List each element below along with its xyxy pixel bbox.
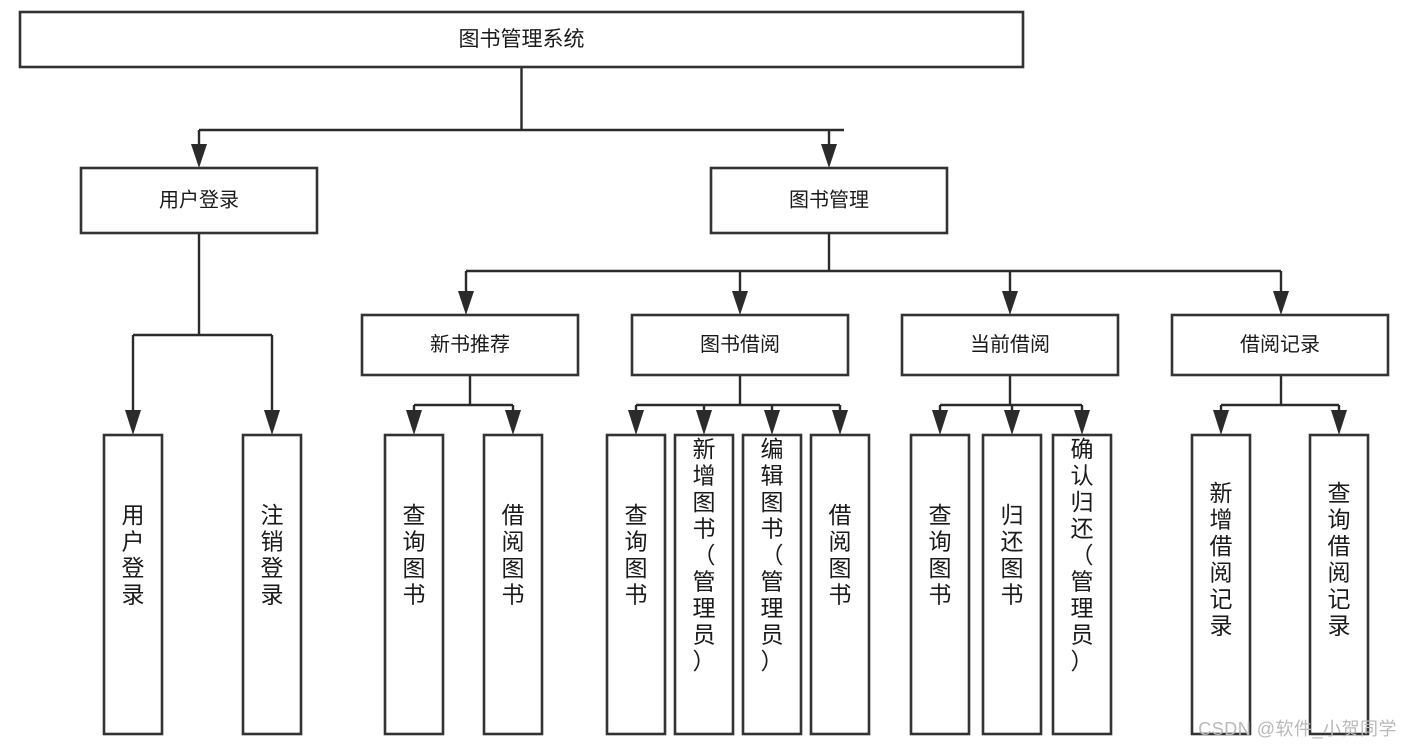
leaf-node-query-book-bb-box	[605, 433, 667, 736]
leaf-node-confirm-return-admin-box	[1051, 433, 1113, 736]
leaf-node-add-borrow-record-box	[1190, 433, 1252, 736]
leaf-node-query-book-nbr-box	[383, 433, 445, 736]
arrow-head-bb-leaf-2	[696, 410, 712, 435]
leaf-node-user-login-label: 用户登录	[122, 502, 145, 608]
arrow-head-bb-leaf-4	[832, 410, 848, 435]
node-book-management-box	[709, 166, 949, 235]
node-book-borrowing-label: 图书借阅	[700, 333, 780, 356]
node-root-box	[18, 10, 1025, 69]
leaf-node-user-login[interactable]: 用户登录	[102, 433, 164, 736]
node-current-borrowing-label: 当前借阅	[970, 333, 1050, 356]
arrow-head-borrow-record	[1273, 291, 1289, 315]
leaf-node-add-book-admin-box	[673, 433, 735, 736]
arrow-head-cb-leaf-2	[1004, 410, 1020, 435]
node-user-login-label: 用户登录	[159, 188, 239, 211]
node-current-borrowing[interactable]: 当前借阅	[900, 313, 1120, 377]
leaf-node-borrow-book-nbr[interactable]: 借阅图书	[482, 433, 544, 736]
connector-group-current-borrow	[932, 375, 1090, 435]
leaf-node-query-book-nbr[interactable]: 查询图书	[383, 433, 445, 736]
leaf-node-borrow-book-bb[interactable]: 借阅图书	[809, 433, 871, 736]
node-root-book-management-system[interactable]: 图书管理系统	[18, 10, 1025, 69]
leaf-node-borrow-book-bb-box	[809, 433, 871, 736]
leaf-node-query-borrow-record-label: 查询借阅记录	[1328, 480, 1351, 639]
node-book-borrowing-box	[630, 313, 850, 377]
node-user-login-box	[79, 166, 319, 235]
node-current-borrowing-box	[900, 313, 1120, 377]
node-new-book-recommendation[interactable]: 新书推荐	[360, 313, 580, 377]
arrow-head-book-mgmt	[821, 144, 837, 168]
leaf-node-user-login-box	[102, 433, 164, 736]
connector-group-user-login	[125, 233, 280, 435]
leaf-node-return-book[interactable]: 归还图书	[981, 433, 1043, 736]
connector-group-borrow-record	[1213, 375, 1347, 435]
leaf-node-query-book-bb[interactable]: 查询图书	[605, 433, 667, 736]
arrow-head-bb-leaf-1	[628, 410, 644, 435]
leaf-node-edit-book-admin-box	[741, 433, 803, 736]
leaf-node-return-book-label: 归还图书	[1001, 502, 1024, 608]
leaf-node-query-book-nbr-label: 查询图书	[403, 502, 426, 608]
node-borrowing-record-label: 借阅记录	[1240, 333, 1320, 356]
leaf-node-confirm-return-admin[interactable]: 确认归还（管理员）	[1051, 433, 1113, 736]
leaf-node-add-borrow-record-label: 新增借阅记录	[1210, 480, 1233, 639]
leaf-node-query-book-bb-label: 查询图书	[625, 502, 648, 608]
leaf-node-query-book-cb[interactable]: 查询图书	[909, 433, 971, 736]
leaf-node-return-book-box	[981, 433, 1043, 736]
leaf-node-edit-book-admin[interactable]: 编辑图书（管理员）	[741, 433, 803, 736]
node-book-borrowing[interactable]: 图书借阅	[630, 313, 850, 377]
arrow-head-bb-leaf-3	[764, 410, 780, 435]
node-new-book-recommendation-label: 新书推荐	[430, 333, 510, 356]
leaf-node-query-book-cb-label: 查询图书	[929, 502, 952, 608]
leaf-node-query-book-cb-box	[909, 433, 971, 736]
arrow-head-nbr-leaf-2	[505, 410, 521, 435]
leaf-node-borrow-book-bb-label: 借阅图书	[829, 502, 852, 608]
leaf-node-edit-book-admin-label: 编辑图书（管理员）	[761, 436, 784, 674]
connector-group-root	[191, 67, 844, 168]
node-root-label: 图书管理系统	[459, 28, 585, 51]
leaf-node-confirm-return-admin-label: 确认归还（管理员）	[1071, 436, 1094, 674]
arrow-head-current-borrow	[1002, 291, 1018, 315]
node-borrowing-record[interactable]: 借阅记录	[1170, 313, 1390, 377]
arrow-head-br-leaf-2	[1331, 410, 1347, 435]
leaf-node-borrow-book-nbr-box	[482, 433, 544, 736]
leaf-node-logout-box	[241, 433, 303, 736]
leaf-node-borrow-book-nbr-label: 借阅图书	[502, 502, 525, 608]
arrow-head-nbr-leaf-1	[406, 410, 422, 435]
node-book-management-label: 图书管理	[789, 188, 869, 211]
leaf-node-add-borrow-record[interactable]: 新增借阅记录	[1190, 433, 1252, 736]
arrow-head-leaf-logout	[264, 410, 280, 435]
node-user-login[interactable]: 用户登录	[79, 166, 319, 235]
watermark-csdn: CSDN @软件_小贺同学	[1198, 719, 1397, 739]
leaf-node-add-book-admin-label: 新增图书（管理员）	[693, 436, 716, 674]
leaf-node-logout[interactable]: 注销登录	[241, 433, 303, 736]
connector-group-book-mgmt	[458, 233, 1289, 315]
node-borrowing-record-box	[1170, 313, 1390, 377]
arrow-head-new-book-rec	[458, 291, 474, 315]
arrow-head-cb-leaf-1	[932, 410, 948, 435]
arrow-head-cb-leaf-3	[1074, 410, 1090, 435]
arrow-head-br-leaf-1	[1213, 410, 1229, 435]
arrow-head-user-login	[191, 144, 207, 168]
leaf-node-add-book-admin[interactable]: 新增图书（管理员）	[673, 433, 735, 736]
connector-group-new-book-rec	[406, 375, 521, 435]
leaf-node-logout-label: 注销登录	[261, 502, 284, 608]
node-book-management[interactable]: 图书管理	[709, 166, 949, 235]
leaf-node-query-borrow-record-box	[1308, 433, 1370, 736]
leaf-node-query-borrow-record[interactable]: 查询借阅记录	[1308, 433, 1370, 736]
node-new-book-recommendation-box	[360, 313, 580, 377]
arrow-head-leaf-user-login	[125, 410, 141, 435]
connector-group-book-borrow	[628, 375, 848, 435]
arrow-head-book-borrow	[732, 291, 748, 315]
